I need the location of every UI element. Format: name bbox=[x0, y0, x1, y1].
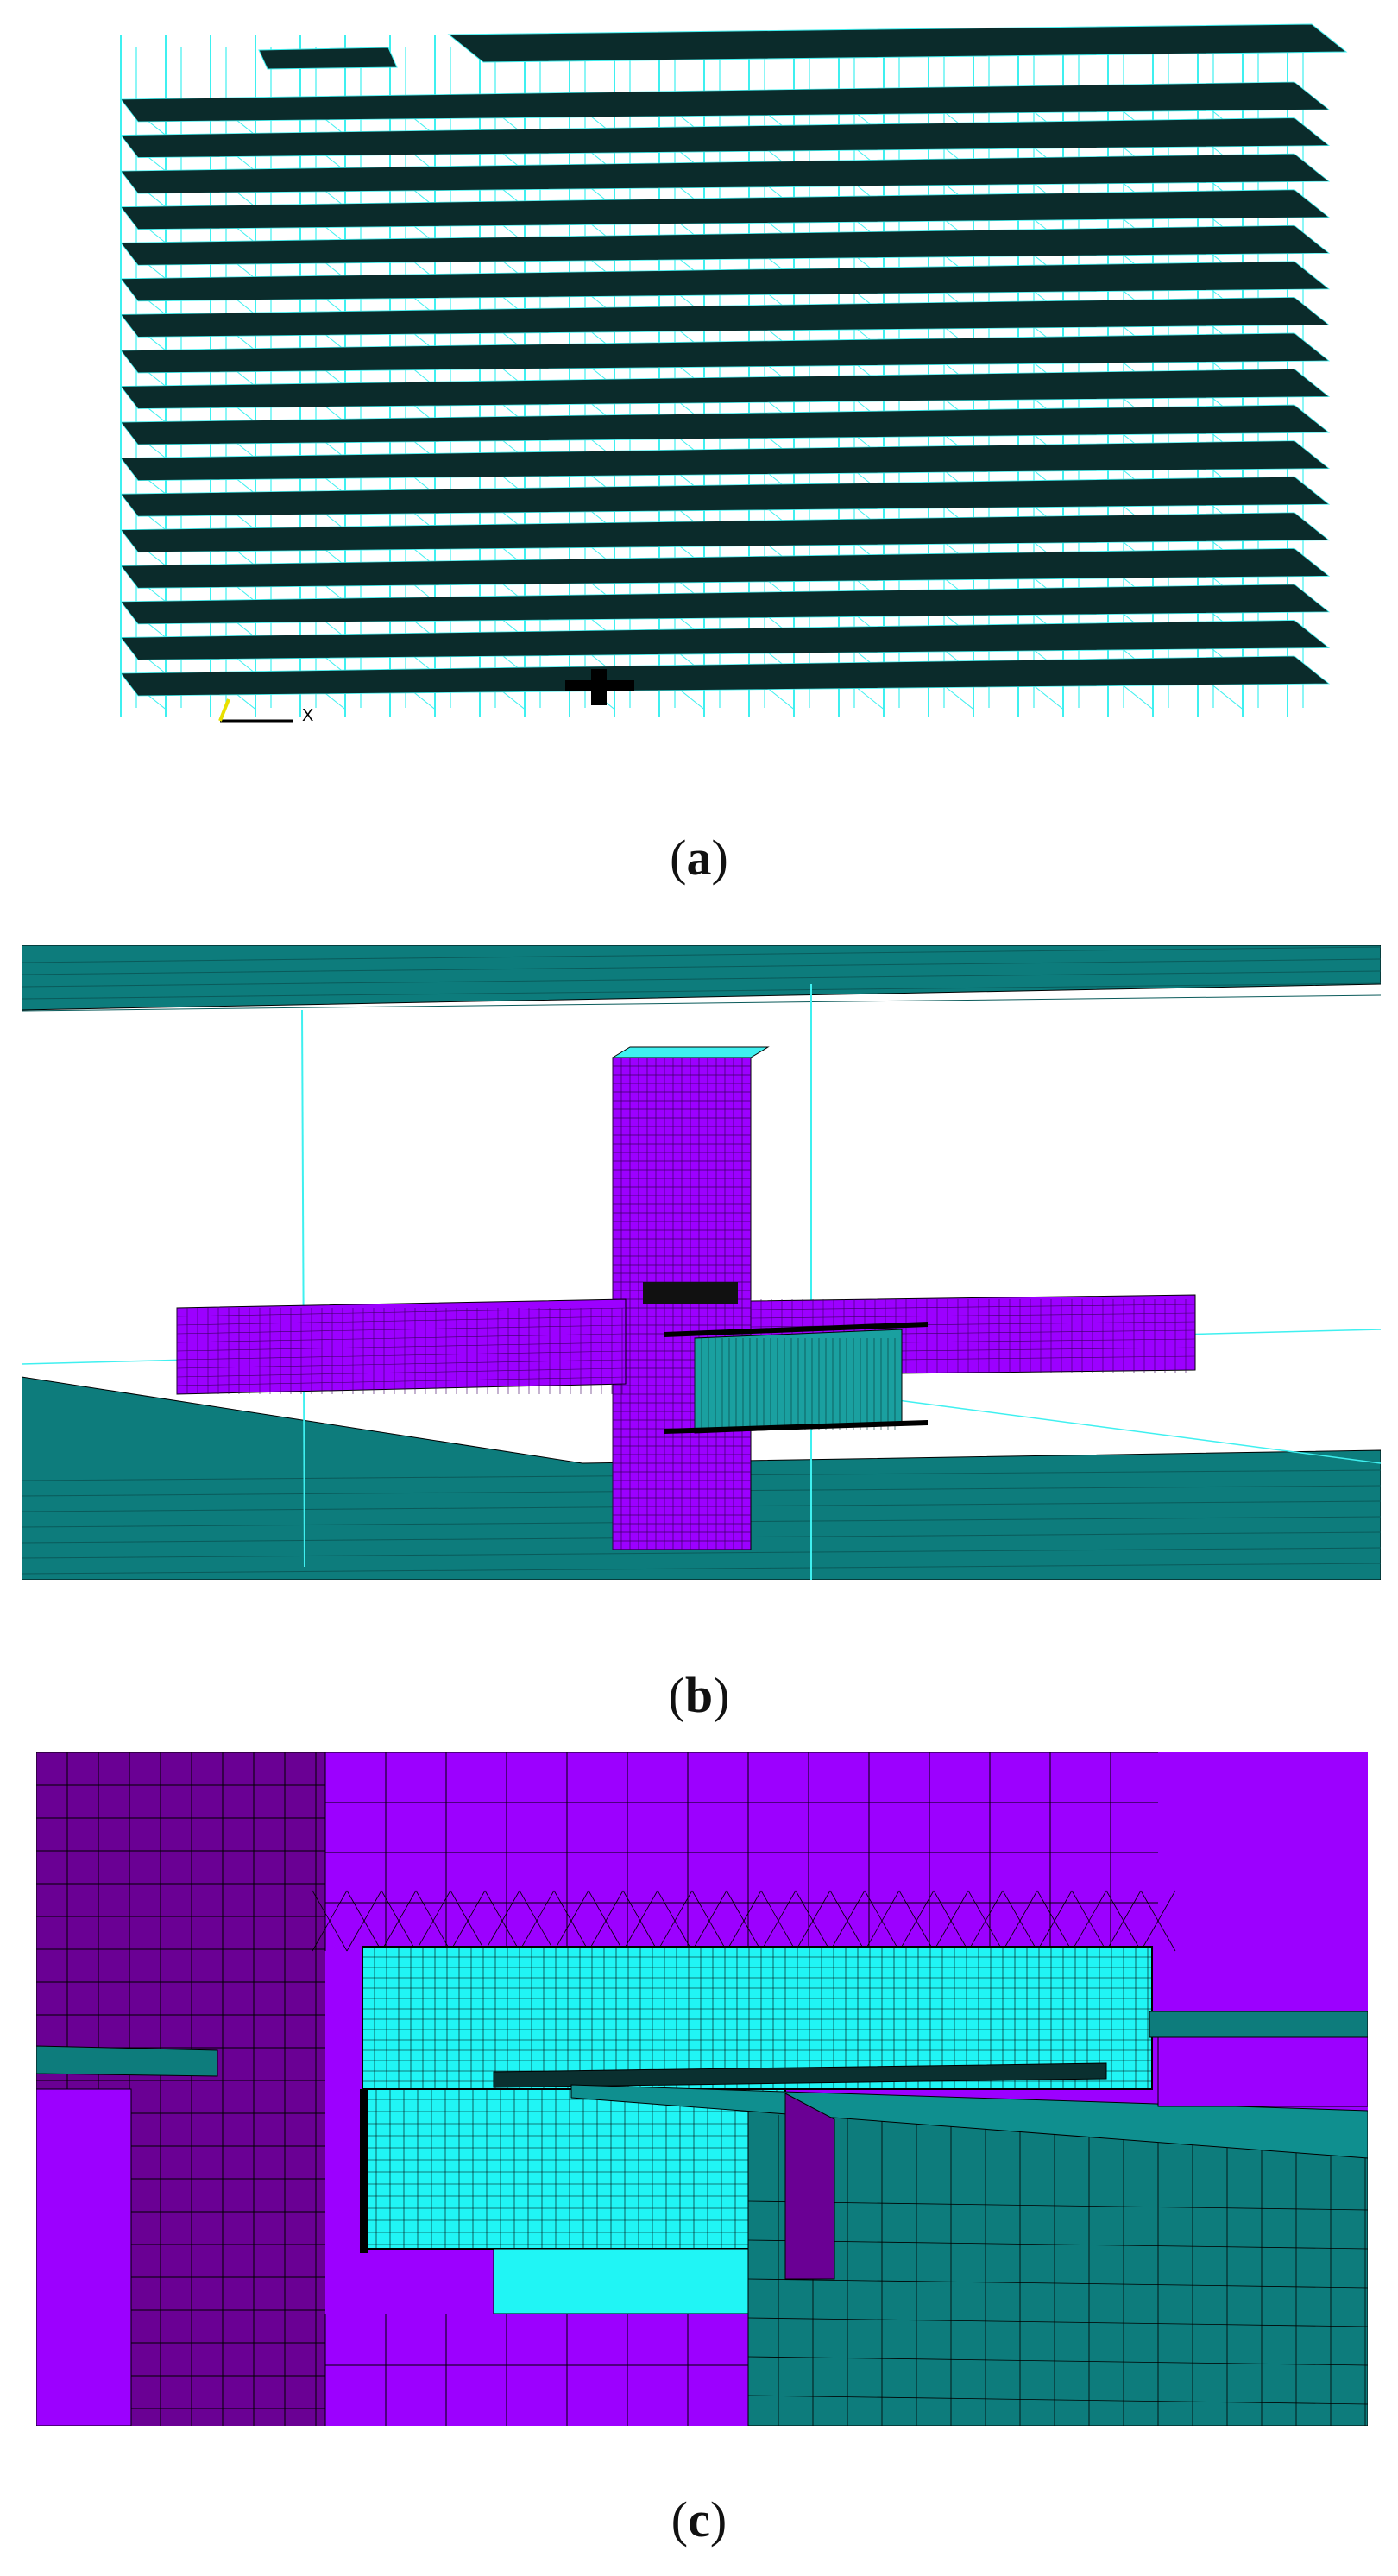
building-frame-image bbox=[120, 23, 1348, 723]
panel-b-joint-model bbox=[22, 945, 1381, 1580]
caption-c: (c) bbox=[671, 2491, 727, 2548]
caption-a: (a) bbox=[670, 830, 728, 886]
caption-b: (b) bbox=[668, 1667, 730, 1723]
panel-a-building-model bbox=[104, 17, 1355, 751]
connection-mesh-image bbox=[36, 1752, 1368, 2426]
panel-c-connection-mesh bbox=[36, 1752, 1368, 2426]
axis-triad-label: X bbox=[302, 706, 314, 725]
joint-model-image bbox=[22, 945, 1381, 1580]
